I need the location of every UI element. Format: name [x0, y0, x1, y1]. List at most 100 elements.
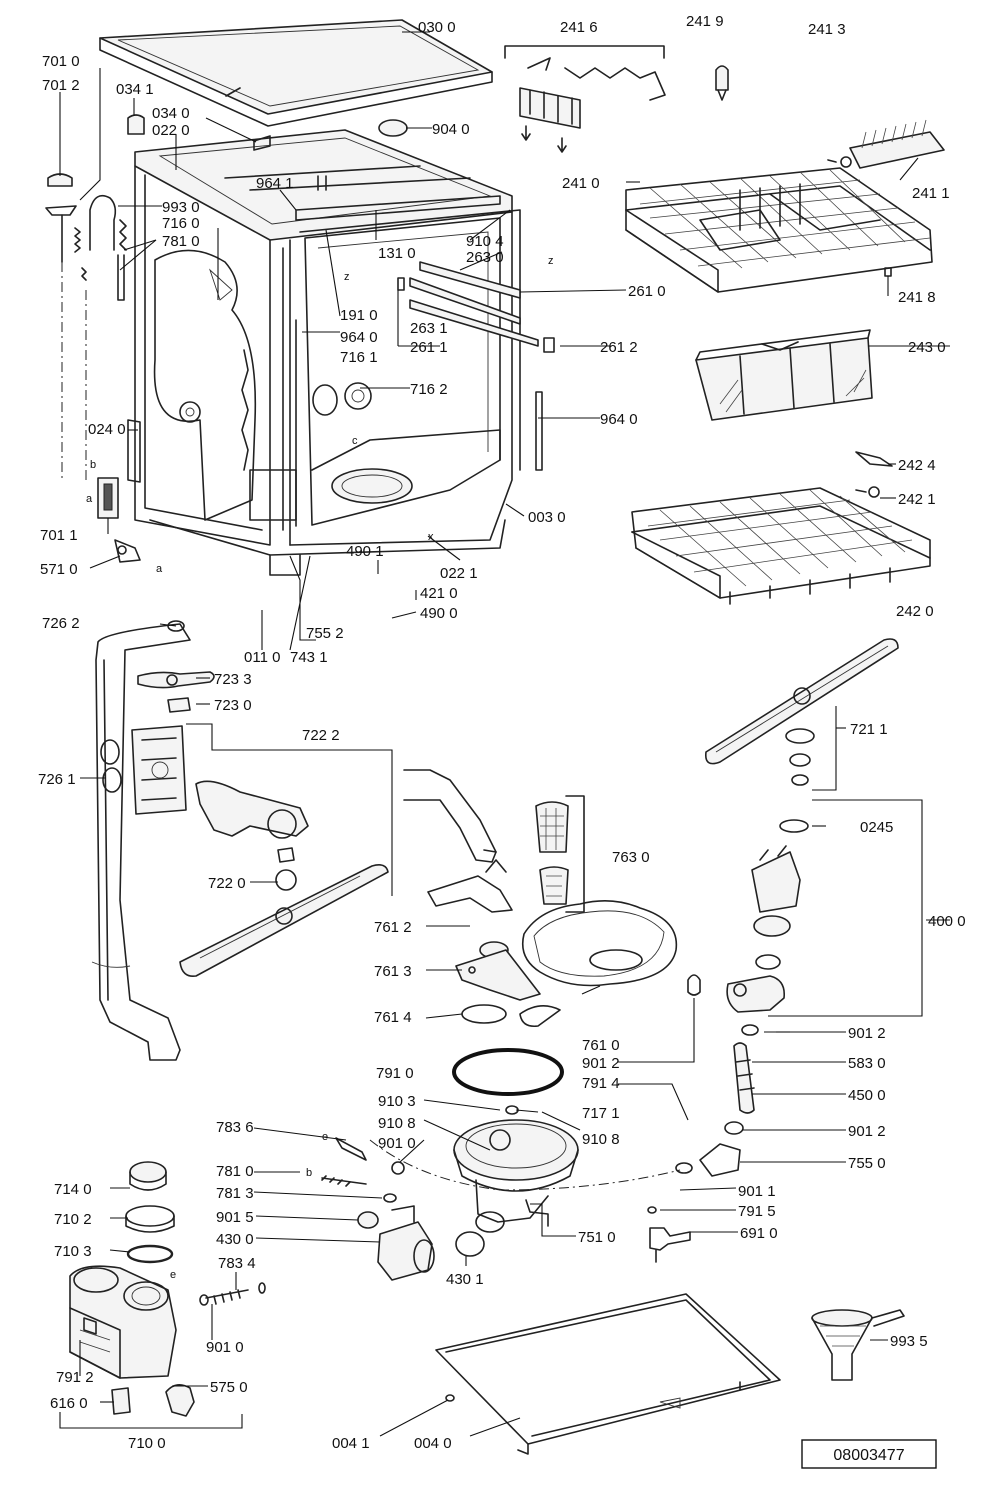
part-label: 904 0 — [432, 121, 470, 138]
part-label: 243 0 — [908, 339, 946, 356]
part-label: 263 1 — [410, 320, 448, 337]
part-label: 722 0 — [208, 875, 246, 892]
part-label: 191 0 — [340, 307, 378, 324]
small-top-parts — [127, 114, 408, 191]
part-label: 763 0 — [612, 849, 650, 866]
part-label: 901 2 — [582, 1055, 620, 1072]
part-label: 241 9 — [686, 13, 724, 30]
part-label: 400 0 — [928, 913, 966, 930]
part-label: 717 1 — [582, 1105, 620, 1122]
part-label: 791 0 — [376, 1065, 414, 1082]
part-label: 430 0 — [216, 1231, 254, 1248]
part-label: 034 1 — [116, 81, 154, 98]
lower-rack-part — [631, 487, 931, 605]
part-label: 910 8 — [582, 1131, 620, 1148]
part-label: 616 0 — [50, 1395, 88, 1412]
part-label: 716 2 — [410, 381, 448, 398]
part-label: 901 2 — [848, 1025, 886, 1042]
part-label: 761 0 — [582, 1037, 620, 1054]
part-label: 030 0 — [418, 19, 456, 36]
part-label: 022 1 — [440, 565, 478, 582]
part-label: 242 4 — [898, 457, 936, 474]
letter-x: x — [428, 531, 434, 543]
letter-a: a — [156, 563, 163, 575]
part-label: 011 0 — [244, 649, 280, 666]
part-label: 910 3 — [378, 1093, 416, 1110]
part-label: 721 1 — [850, 721, 888, 738]
letter-a: a — [86, 493, 93, 505]
dispenser-assembly — [69, 1161, 266, 1417]
part-label: 430 1 — [446, 1271, 484, 1288]
part-label: 004 1 — [332, 1435, 370, 1452]
letter-b: b — [90, 459, 96, 471]
top-panel-part — [99, 19, 493, 127]
part-label: 710 2 — [54, 1211, 92, 1228]
part-label: 714 0 — [54, 1181, 92, 1198]
letter-z: z — [548, 255, 554, 267]
part-label: 755 2 — [306, 625, 344, 642]
part-label: 791 5 — [738, 1203, 776, 1220]
leader-lines — [59, 68, 950, 1437]
part-label: 583 0 — [848, 1055, 886, 1072]
part-label: 964 0 — [600, 411, 638, 428]
part-label: 743 1 — [290, 649, 328, 666]
lower-spray-arm-assembly — [179, 780, 389, 978]
part-label: 0245 — [860, 819, 893, 836]
document-number: 08003477 — [833, 1447, 904, 1464]
circulation-pump-assembly — [675, 819, 809, 1177]
part-label: 034 0 — [152, 105, 190, 122]
part-label: 901 0 — [206, 1339, 244, 1356]
part-label: 901 5 — [216, 1209, 254, 1226]
part-label: 716 0 — [162, 215, 200, 232]
part-label: 993 0 — [162, 199, 200, 216]
part-label: 242 0 — [896, 603, 934, 620]
part-label: 761 2 — [374, 919, 412, 936]
part-label: 723 3 — [214, 671, 252, 688]
part-label: 701 2 — [42, 77, 80, 94]
part-label: 691 0 — [740, 1225, 778, 1242]
document-number-box: 08003477 — [801, 1439, 937, 1469]
part-label: 783 4 — [218, 1255, 256, 1272]
letter-e: e — [322, 1131, 328, 1143]
part-label: 575 0 — [210, 1379, 248, 1396]
part-label: 910 8 — [378, 1115, 416, 1132]
part-label: 261 0 — [628, 283, 666, 300]
part-label: 901 2 — [848, 1123, 886, 1140]
part-label: 241 6 — [560, 19, 598, 36]
part-label: 004 0 — [414, 1435, 452, 1452]
part-label: 241 3 — [808, 21, 846, 38]
part-label: 781 3 — [216, 1185, 254, 1202]
part-label: 242 1 — [898, 491, 936, 508]
part-label: 755 0 — [848, 1155, 886, 1172]
part-label: 003 0 — [528, 509, 566, 526]
spray-arm-supply-tube — [91, 620, 215, 1061]
part-label: 791 2 — [56, 1369, 94, 1386]
part-label: 722 2 — [302, 727, 340, 744]
part-label: 241 8 — [898, 289, 936, 306]
part-label: 716 1 — [340, 349, 378, 366]
seal-ring-part — [452, 1048, 564, 1096]
injector-parts — [321, 1137, 681, 1281]
upper-spray-arm-part — [704, 638, 899, 786]
upper-rack-part — [625, 119, 945, 293]
part-label: 964 0 — [340, 329, 378, 346]
lower-rack-small-parts — [855, 451, 893, 498]
base-plate-part — [435, 1293, 781, 1455]
part-label: 710 0 — [128, 1435, 166, 1452]
part-label: 791 4 — [582, 1075, 620, 1092]
letter-e: e — [170, 1269, 176, 1281]
part-label: 024 0 — [88, 421, 126, 438]
part-label: 726 1 — [38, 771, 76, 788]
part-label: 241 1 — [912, 185, 950, 202]
part-label: 421 0 — [420, 585, 458, 602]
letter-c: c — [352, 435, 358, 447]
part-label: 964 1 — [256, 175, 294, 192]
part-label: 910 4 — [466, 233, 504, 250]
part-label: 701 1 — [40, 527, 78, 544]
part-label: 261 1 — [410, 339, 448, 356]
part-label: 901 0 — [378, 1135, 416, 1152]
part-label: 726 2 — [42, 615, 80, 632]
part-label: 761 4 — [374, 1009, 412, 1026]
tub-cabinet-part — [127, 129, 543, 576]
